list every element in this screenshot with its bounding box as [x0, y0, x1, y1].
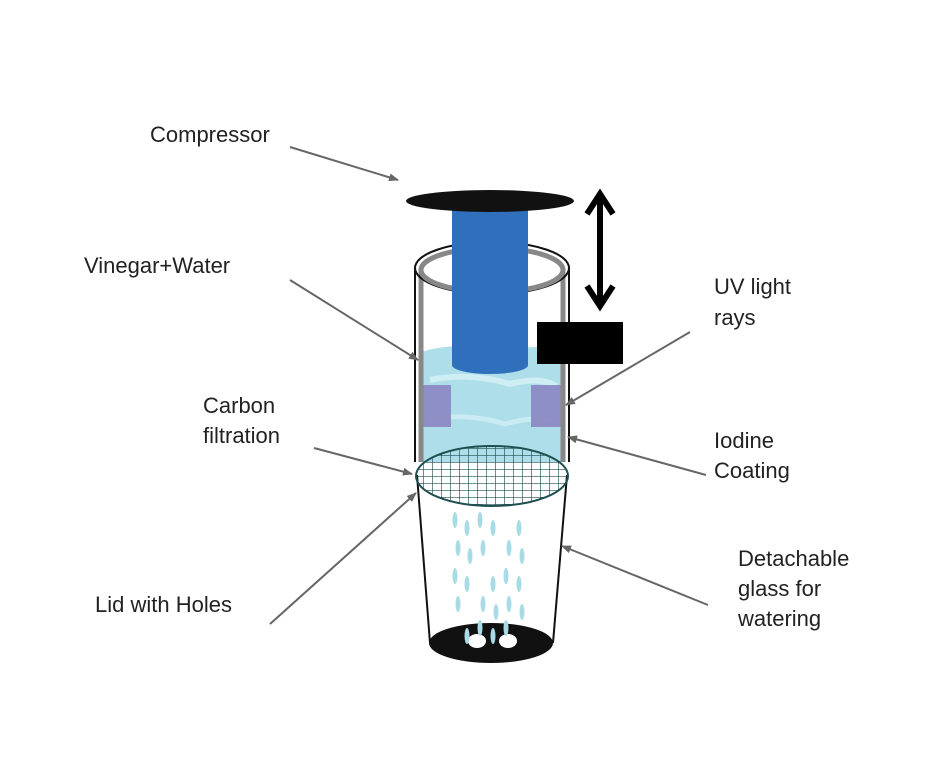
water-drop [452, 568, 458, 584]
water-drop [455, 540, 461, 556]
water-drop [506, 540, 512, 556]
label-iodine-line1: Iodine [714, 428, 774, 453]
water-drop [467, 548, 473, 564]
iodine-patch-right [531, 385, 561, 427]
glass-wall-left [416, 474, 431, 644]
label-carbon-filtration-line1: Carbon [203, 393, 276, 418]
glass-bottom-hole-left [468, 634, 486, 648]
label-compressor: Compressor [150, 122, 270, 147]
liquid-highlight [429, 373, 558, 389]
water-drop [464, 576, 470, 592]
lid-with-holes-arrow [269, 492, 417, 625]
uv-light-block [537, 322, 623, 364]
water-drop [477, 620, 483, 636]
glass-bottom-hole-right [499, 634, 517, 648]
piston-rod [452, 205, 528, 365]
water-drop [455, 596, 461, 612]
water-drop [493, 604, 499, 620]
label-lid-with-holes: Lid with Holes [95, 592, 232, 617]
water-drop [519, 548, 525, 564]
glass-wall-right [552, 474, 568, 644]
movement-arrow-top [584, 188, 616, 216]
label-carbon-filtration-line2: filtration [203, 423, 281, 448]
water-drop [464, 628, 470, 644]
water-drop [516, 520, 522, 536]
glass-bottom [429, 623, 553, 663]
label-glass-line1: Detachable [738, 546, 850, 571]
label-vinegar-water: Vinegar+Water [84, 253, 231, 278]
label-glass-line3: watering [738, 606, 822, 631]
label-uv-light-line2: rays [714, 305, 756, 330]
water-drop [452, 512, 458, 528]
water-drop [506, 596, 512, 612]
compressor-handle [406, 190, 574, 212]
label-uv-light-line1: UV light [714, 274, 792, 299]
water-drop [503, 568, 509, 584]
water-drop [516, 576, 522, 592]
iodine-patch-left [421, 385, 451, 427]
water-drop [464, 520, 470, 536]
water-drop [503, 620, 509, 636]
compressor-arrow [289, 146, 399, 182]
piston-bottom [452, 356, 528, 374]
water-drop [477, 512, 483, 528]
water-drop [490, 628, 496, 644]
water-drop [490, 520, 496, 536]
water-drop [490, 576, 496, 592]
uv-light-arrow [565, 331, 691, 406]
water-drop [519, 604, 525, 620]
label-iodine-line2: Coating [714, 458, 790, 483]
iodine-coating-arrow [567, 435, 707, 476]
water-drop [480, 540, 486, 556]
carbon-filtration-arrow [313, 447, 413, 476]
label-glass-line2: glass for [738, 576, 822, 601]
carbon-filtration-mesh [415, 445, 569, 507]
movement-arrow-bottom [584, 284, 616, 312]
water-drop [480, 596, 486, 612]
vinegar-water-arrow [289, 279, 419, 361]
water-drops [452, 512, 525, 644]
detachable-glass-arrow [561, 545, 709, 606]
